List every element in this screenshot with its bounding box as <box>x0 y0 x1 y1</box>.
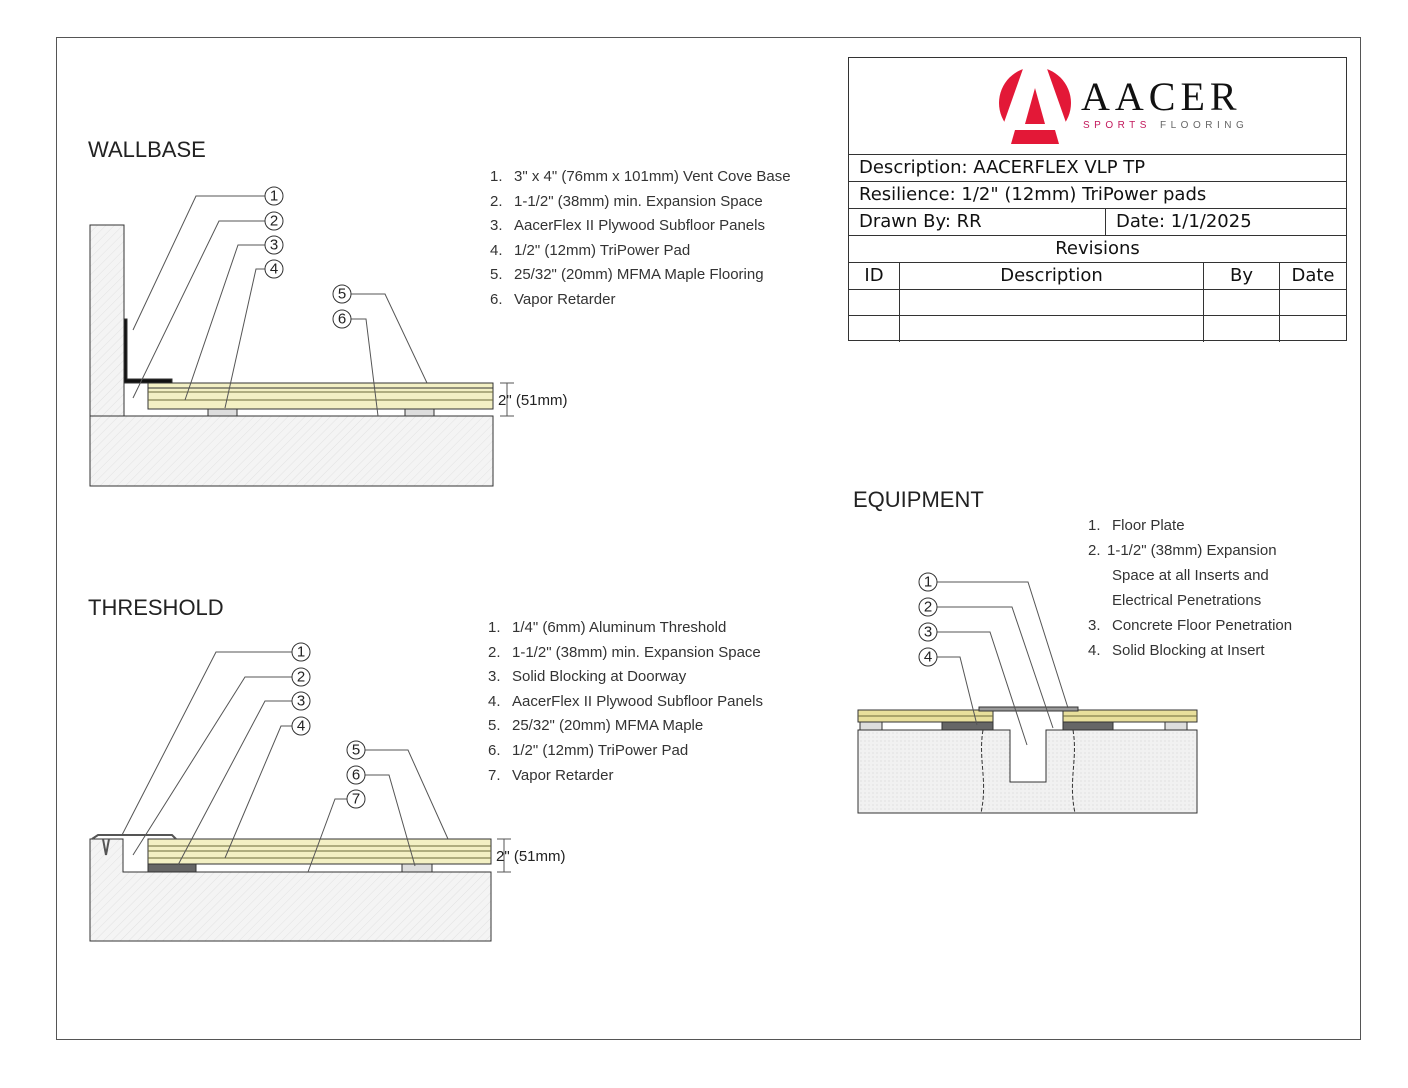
legend-item: 4.1/2" (12mm) TriPower Pad <box>490 241 691 259</box>
tripower-pad <box>401 863 433 873</box>
legend-item: 6.1/2" (12mm) TriPower Pad <box>488 741 689 759</box>
revisions-col-date: Date <box>1279 263 1346 289</box>
legend-item: 1.3" x 4" (76mm x 101mm) Vent Cove Base <box>490 168 791 185</box>
legend-item: 4.Solid Blocking at Insert <box>1088 642 1265 659</box>
legend-item: Electrical Penetrations <box>1112 592 1262 609</box>
callout: 6 <box>352 767 360 784</box>
dimension-label: 2" (51mm) <box>498 392 568 409</box>
legend-item: 3.AacerFlex II Plywood Subfloor Panels <box>490 217 765 235</box>
legend-item: 1.Floor Plate <box>1088 517 1185 534</box>
callout: 2 <box>270 213 278 230</box>
legend-item: 4.AacerFlex II Plywood Subfloor Panels <box>488 692 763 710</box>
cove-base <box>123 318 173 384</box>
callout: 4 <box>297 718 305 735</box>
aluminum-threshold <box>91 834 177 856</box>
callout: 3 <box>297 693 305 710</box>
revisions-title: Revisions <box>849 235 1346 262</box>
callout: 2 <box>297 669 305 686</box>
legend-item: Space at all Inserts and <box>1112 567 1269 584</box>
solid-blocking <box>941 721 994 731</box>
callout: 7 <box>352 791 360 808</box>
company-logo: AACER SPORTS FLOORING <box>849 58 1346 154</box>
callout: 1 <box>924 574 932 591</box>
legend-item: 2.1-1/2" (38mm) min. Expansion Space <box>488 643 761 661</box>
svg-text:FLOORING: FLOORING <box>1160 120 1248 131</box>
legend-item: 5.25/32" (20mm) MFMA Maple Flooring <box>490 266 764 284</box>
resilience-field: Resilience: 1/2" (12mm) TriPower pads <box>849 181 1346 208</box>
legend-item: 6.Vapor Retarder <box>490 290 616 308</box>
drawn-by-field: Drawn By: RR <box>859 211 982 232</box>
callout: 5 <box>352 742 360 759</box>
legend-item: 7.Vapor Retarder <box>488 766 614 784</box>
svg-text:SPORTS: SPORTS <box>1083 120 1151 131</box>
legend-item: 2.1-1/2" (38mm) min. Expansion Space <box>490 192 763 210</box>
callout: 4 <box>270 261 278 278</box>
callout: 1 <box>270 188 278 205</box>
callout: 3 <box>924 624 932 641</box>
revisions-header: ID Description By Date <box>849 262 1346 289</box>
legend-item: 3.Concrete Floor Penetration <box>1088 617 1293 634</box>
sheet-border <box>56 37 1361 1040</box>
threshold-legend: 1.1/4" (6mm) Aluminum Threshold 2.1-1/2"… <box>488 619 763 791</box>
legend-item: 2.1-1/2" (38mm) Expansion <box>1088 542 1277 559</box>
revisions-col-description: Description <box>899 263 1203 289</box>
drawn-date-row: Drawn By: RR Date: 1/1/2025 <box>849 208 1346 235</box>
flooring-layers <box>147 382 494 410</box>
solid-blocking <box>1062 721 1114 731</box>
revisions-col-by: By <box>1203 263 1279 289</box>
concrete-slab <box>89 415 494 487</box>
title-block: AACER SPORTS FLOORING Description: AACER… <box>848 57 1347 342</box>
wallbase-drawing <box>89 195 514 487</box>
svg-text:AACER: AACER <box>1081 74 1242 119</box>
legend-item: 1.1/4" (6mm) Aluminum Threshold <box>488 619 727 636</box>
equipment-legend: 1.Floor Plate 2.1-1/2" (38mm) Expansion … <box>1088 517 1292 667</box>
callout: 1 <box>297 644 305 661</box>
concrete-slab <box>89 838 492 942</box>
section-title-threshold: THRESHOLD <box>88 595 224 620</box>
revisions-row <box>849 289 1346 316</box>
callout: 4 <box>924 649 932 666</box>
revisions-col-id: ID <box>864 265 884 286</box>
callout: 5 <box>338 286 346 303</box>
section-title-wallbase: WALLBASE <box>88 137 206 162</box>
section-title-equipment: EQUIPMENT <box>853 487 984 512</box>
callout: 2 <box>924 599 932 616</box>
date-field: Date: 1/1/2025 <box>1105 209 1346 235</box>
legend-item: 3.Solid Blocking at Doorway <box>488 668 687 686</box>
callout: 3 <box>270 237 278 254</box>
equipment-drawing <box>857 581 1198 814</box>
callout: 6 <box>338 311 346 328</box>
solid-blocking <box>147 863 197 873</box>
description-field: Description: AACERFLEX VLP TP <box>849 154 1346 181</box>
tripower-pad <box>207 408 238 417</box>
legend-item: 5.25/32" (20mm) MFMA Maple <box>488 717 704 735</box>
dimension-label: 2" (51mm) <box>496 848 566 865</box>
concrete-slab <box>857 729 1198 814</box>
wallbase-legend: 1.3" x 4" (76mm x 101mm) Vent Cove Base … <box>490 168 791 316</box>
floor-plate <box>978 706 1079 712</box>
threshold-drawing <box>89 651 511 942</box>
wall <box>89 224 125 417</box>
revisions-row <box>849 315 1346 342</box>
tripower-pad <box>404 408 435 417</box>
